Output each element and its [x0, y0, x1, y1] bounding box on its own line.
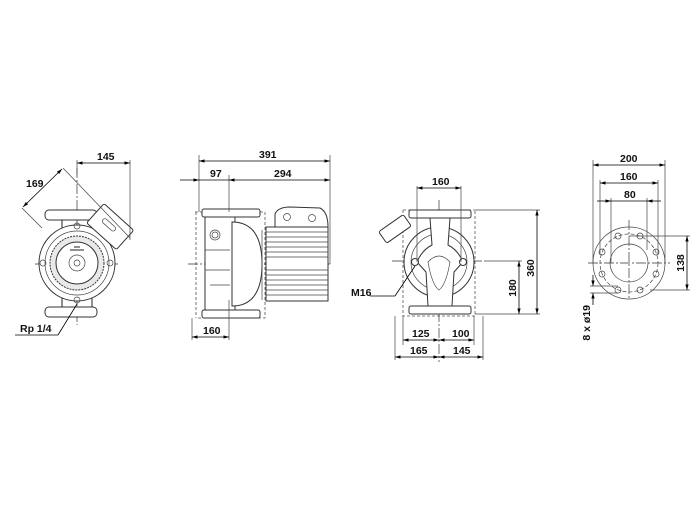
dim-right-100: 100 [452, 328, 470, 340]
dim-left-165: 165 [410, 345, 428, 357]
dim-bore-80: 80 [624, 189, 636, 201]
dim-height-138: 138 [675, 254, 687, 272]
dim-right-145: 145 [453, 345, 471, 357]
dim-diagonal-169: 169 [26, 178, 44, 190]
rear-view: 160 360 180 M16 125 100 165 145 [351, 176, 540, 362]
callout-8x-d19: 8 x ø19 [581, 305, 593, 341]
dim-motor-294: 294 [274, 168, 292, 180]
side-view: 391 97 294 160 [180, 149, 332, 340]
callout-m16: M16 [351, 287, 372, 299]
dim-port-160: 160 [203, 325, 221, 337]
dim-height-360: 360 [525, 259, 537, 277]
front-view: 145 169 Rp 1/4 [15, 151, 134, 336]
dim-left-125: 125 [412, 328, 430, 340]
callout-rp-1-4: Rp 1/4 [20, 323, 52, 335]
dim-overall-391: 391 [259, 149, 277, 161]
dim-bolt-circle-160: 160 [620, 171, 638, 183]
dim-housing-97: 97 [210, 168, 222, 180]
flange-view: 200 160 80 138 8 x ø19 [581, 153, 690, 341]
dim-outer-200: 200 [620, 153, 638, 165]
dim-height-180: 180 [507, 279, 519, 297]
dim-flange-160: 160 [432, 176, 450, 188]
dim-width-145: 145 [97, 151, 115, 163]
